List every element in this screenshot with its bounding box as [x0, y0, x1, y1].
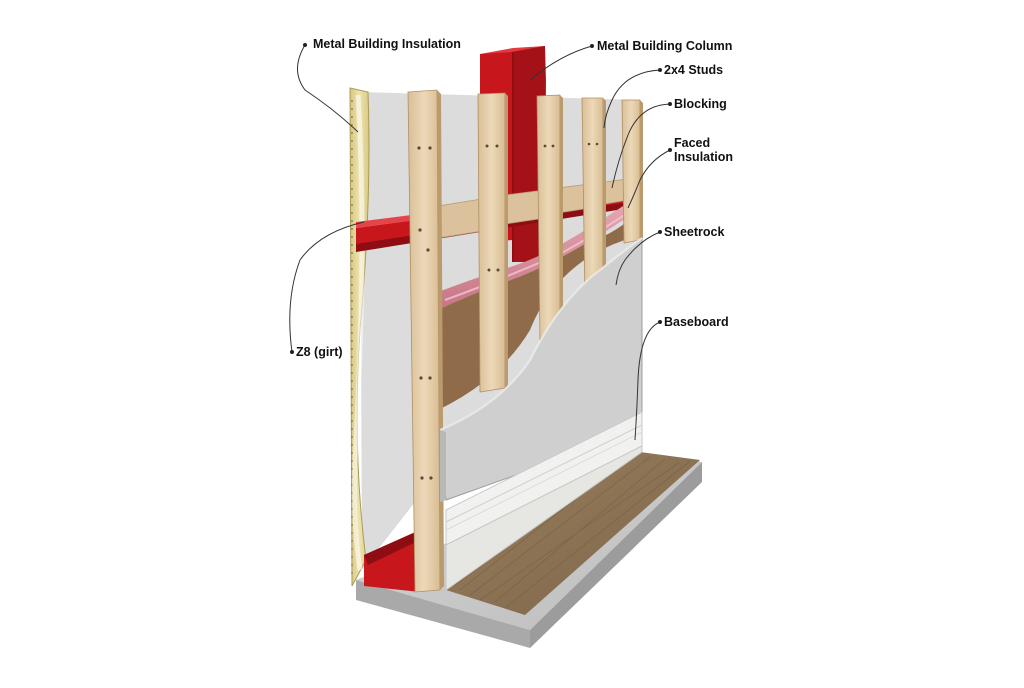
sheetrock — [439, 237, 643, 502]
leader-baseboard — [634, 321, 661, 441]
label-blocking: Blocking — [674, 97, 727, 111]
dot-metal-building-column — [590, 44, 594, 48]
dot-girt — [290, 350, 294, 354]
studs — [407, 89, 643, 593]
leader-blocking — [611, 103, 671, 189]
dot-metal-building-insulation — [303, 43, 307, 47]
metal-building-insulation — [349, 87, 370, 587]
label-metal-building-column: Metal Building Column — [597, 39, 732, 53]
labels: Metal Building Insulation Metal Building… — [296, 37, 733, 359]
label-girt: Z8 (girt) — [296, 345, 343, 359]
dot-baseboard — [658, 320, 662, 324]
label-sheetrock: Sheetrock — [664, 225, 724, 239]
leader-sheetrock — [615, 231, 661, 286]
leader-metal-building-insulation — [297, 44, 359, 133]
dot-studs — [658, 68, 662, 72]
stud-5 — [621, 99, 643, 244]
stud-3 — [536, 94, 563, 343]
stud-1 — [407, 89, 444, 593]
leader-girt — [289, 221, 365, 353]
dot-blocking — [668, 102, 672, 106]
label-studs: 2x4 Studs — [664, 63, 723, 77]
blocking — [437, 178, 629, 239]
stud-2 — [477, 92, 508, 393]
callout-leaders — [289, 44, 671, 441]
baseboard — [445, 411, 643, 591]
dot-sheetrock — [658, 230, 662, 234]
label-baseboard: Baseboard — [664, 315, 729, 329]
label-faced-insulation-line2: Insulation — [674, 150, 733, 164]
callout-dots — [290, 43, 672, 354]
leader-faced-insulation — [627, 149, 671, 209]
label-metal-building-insulation: Metal Building Insulation — [313, 37, 461, 51]
dot-faced-insulation — [668, 148, 672, 152]
leader-metal-building-column — [529, 45, 593, 81]
leader-studs — [603, 69, 661, 129]
label-faced-insulation-line1: Faced — [674, 136, 710, 150]
